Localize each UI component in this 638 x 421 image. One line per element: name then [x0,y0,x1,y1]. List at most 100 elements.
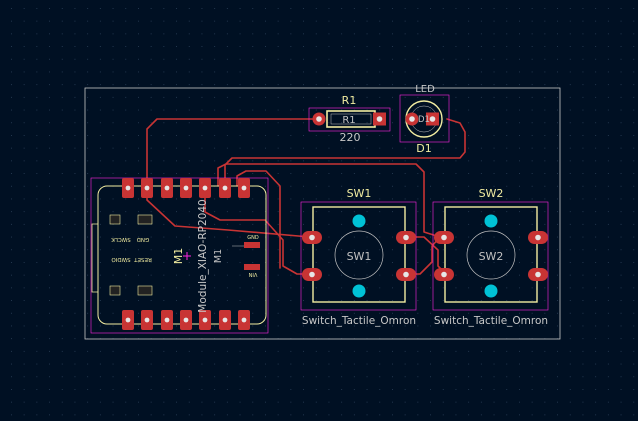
grid-dot [455,46,457,47]
grid-dot [430,33,431,35]
grid-dot [112,325,114,327]
grid-dot [493,160,495,162]
grid-dot [531,46,533,47]
grid-dot [328,249,330,251]
grid-dot [11,198,12,200]
grid-dot [315,325,317,327]
sw1-body [312,206,406,303]
footprint-r1[interactable]: R1 R1 220 [308,94,391,144]
grid-dot [417,96,419,98]
r1-fab-body [330,113,372,125]
grid-dot [633,312,635,314]
grid-dot [265,401,266,403]
grid-dot [379,147,381,149]
grid-dot [125,58,127,60]
m1-pad-drill [183,185,189,191]
grid-dot [49,414,50,416]
grid-dot [11,109,12,111]
grid-dot [480,262,482,263]
m1-pad-drill [202,185,208,191]
grid-dot [582,160,584,162]
grid-dot [353,84,355,86]
grid-dot [303,300,304,301]
grid-dot [544,84,546,86]
grid-dot [138,211,139,213]
grid-dot [315,33,317,35]
grid-dot [36,46,38,47]
grid-dot [379,223,381,225]
grid-dot [150,96,152,98]
grid-dot [341,325,343,327]
grid-dot [36,160,38,162]
footprint-sw2[interactable]: SW2 SW2 Switch_Tactile_Omron [432,187,549,327]
m1-reference: M1 [172,248,185,265]
grid-dot [392,389,393,390]
footprint-m1[interactable]: SWCLK GND RESET SWDIO GND VIN M1 Module_… [90,177,269,334]
grid-dot [226,389,228,390]
grid-dot [633,325,635,327]
grid-dot [544,198,546,200]
grid-dot [379,401,381,403]
footprint-d1[interactable]: LED D1 D1 [399,84,450,155]
grid-dot [265,300,266,301]
grid-dot [315,96,317,98]
grid-dot [328,325,330,327]
grid-dot [201,160,203,162]
grid-dot [11,135,12,136]
grid-dot [379,376,381,378]
grid-dot [176,135,177,136]
grid-dot [49,389,50,390]
grid-dot [112,20,114,22]
grid-dot [99,46,101,47]
grid-dot [277,135,279,136]
grid-dot [417,363,419,365]
grid-dot [87,173,89,174]
grid-dot [74,211,76,213]
grid-dot [417,173,419,174]
grid-dot [633,401,635,403]
grid-dot [328,389,330,390]
grid-dot [633,135,635,136]
grid-dot [620,236,622,238]
grid-dot [23,236,25,238]
grid-dot [188,223,190,225]
grid-dot [633,300,635,301]
grid-dot [595,173,597,174]
grid-dot [36,20,38,22]
grid-dot [239,211,241,213]
grid-dot [163,198,165,200]
grid-dot [620,300,622,301]
grid-dot [315,350,317,352]
grid-dot [442,147,444,149]
grid-dot [11,71,12,73]
grid-dot [252,160,254,162]
grid-dot [252,46,254,47]
grid-dot [506,84,508,86]
grid-dot [341,160,343,162]
grid-dot [252,376,254,378]
footprint-sw1[interactable]: SW1 SW1 Switch_Tactile_Omron [300,187,417,327]
grid-dot [607,71,609,73]
grid-dot [531,262,533,263]
grid-dot [87,274,89,276]
grid-dot [163,160,165,162]
grid-dot [150,20,152,22]
grid-dot [531,20,533,22]
grid-dot [303,84,304,86]
grid-dot [188,211,190,213]
grid-dot [239,249,241,251]
grid-dot [430,147,431,149]
grid-dot [252,8,254,9]
grid-dot [620,249,622,251]
grid-dot [506,33,508,35]
grid-dot [620,414,622,416]
grid-dot [341,173,343,174]
grid-dot [455,185,457,187]
grid-dot [366,8,368,9]
grid-dot [620,312,622,314]
grid-dot [620,262,622,263]
grid-dot [531,287,533,289]
grid-dot [188,20,190,22]
